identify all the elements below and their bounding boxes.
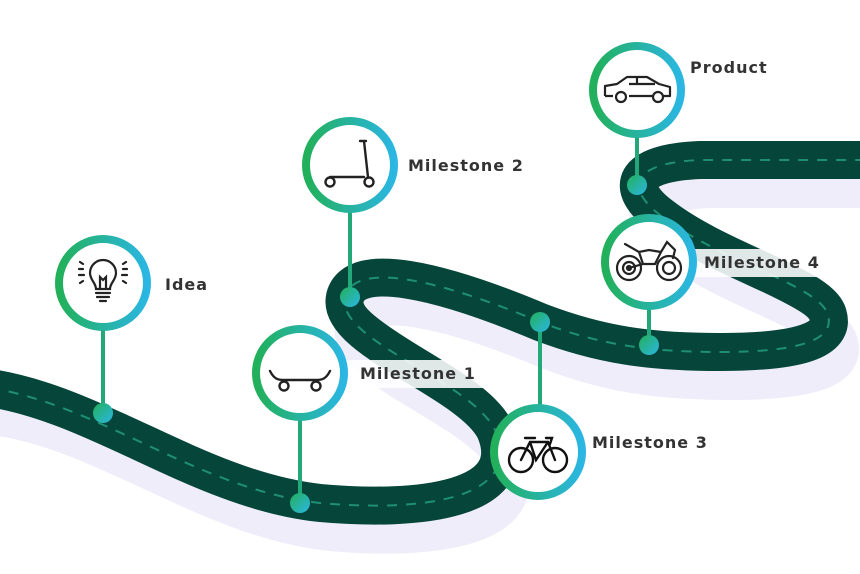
node-milestone-1 [252,325,348,421]
road-shadow [0,168,860,554]
label-backdrop [690,249,830,277]
milestone-label-idea: Idea [165,275,209,294]
pin-milestone-1 [290,415,310,513]
node-product [589,42,685,138]
node-milestone-2 [302,117,398,213]
pin-milestone-2 [340,208,360,307]
road [0,141,860,525]
pin-product [627,133,647,195]
milestone-label-4: Milestone 4 [704,253,820,272]
node-milestone-4 [601,214,697,310]
bicycle-icon [507,436,569,474]
pin-milestone-3 [530,312,550,410]
label-backdrop [345,360,485,388]
milestone-label-product: Product [690,58,768,77]
pin-idea [93,325,113,423]
skateboard-icon [268,369,332,392]
pin-milestone-4 [639,305,659,355]
motorcycle-icon [615,240,683,282]
car-icon [603,75,672,104]
lightbulb-icon [77,258,129,303]
node-milestone-3 [490,404,586,500]
node-idea [55,235,151,331]
milestone-label-1: Milestone 1 [360,364,476,383]
milestone-label-2: Milestone 2 [408,156,524,175]
milestone-label-3: Milestone 3 [592,433,708,452]
scooter-icon [324,139,375,188]
